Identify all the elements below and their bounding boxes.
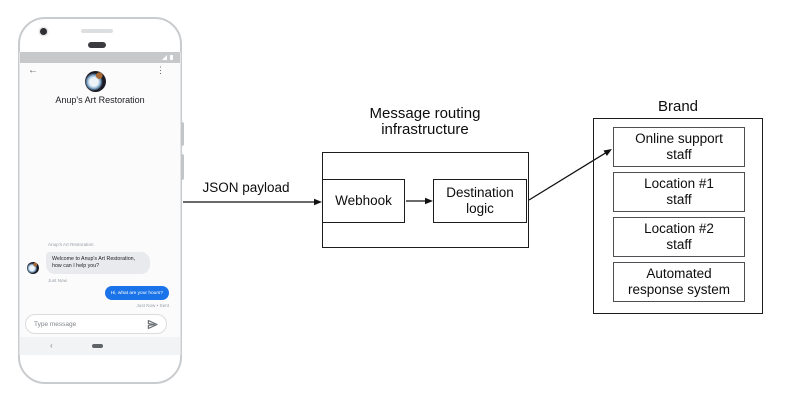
nav-back-icon[interactable]: ‹ bbox=[50, 341, 53, 350]
nav-bar: ‹ bbox=[20, 337, 180, 355]
webhook-box: Webhook bbox=[322, 179, 405, 223]
chat-title: Anup's Art Restoration bbox=[55, 95, 145, 105]
signal-icon bbox=[162, 55, 167, 60]
message-input-placeholder: Type message bbox=[34, 320, 77, 328]
overflow-menu-icon[interactable]: ⋮ bbox=[156, 65, 165, 75]
brand-container-box bbox=[593, 118, 763, 314]
brand-item-online-support: Online support staff bbox=[613, 127, 745, 167]
destination-logic-box: Destination logic bbox=[433, 179, 527, 223]
home-button[interactable] bbox=[92, 344, 103, 348]
speaker-grille bbox=[88, 42, 106, 48]
message-avatar bbox=[27, 262, 39, 274]
brand-item-location-1: Location #1 staff bbox=[613, 172, 745, 212]
phone-mockup: ← ⋮ Anup's Art Restoration Anup's Art Re… bbox=[18, 17, 184, 384]
earpiece bbox=[81, 29, 113, 33]
message-input[interactable]: Type message bbox=[25, 314, 167, 334]
incoming-message-bubble: Welcome to Anup's Art Restoration, how c… bbox=[46, 252, 150, 274]
json-payload-label: JSON payload bbox=[202, 180, 290, 195]
brand-item-location-2: Location #2 staff bbox=[613, 217, 745, 257]
incoming-timestamp: Just Now bbox=[48, 278, 67, 283]
outgoing-timestamp: Just Now • Sent bbox=[136, 303, 169, 308]
battery-icon bbox=[170, 55, 173, 60]
volume-button bbox=[180, 154, 184, 180]
outgoing-message-bubble: Hi, what are your hours? bbox=[104, 286, 169, 300]
routing-title: Message routing infrastructure bbox=[369, 105, 481, 138]
brand-avatar bbox=[85, 71, 106, 92]
status-bar bbox=[20, 52, 180, 63]
back-icon[interactable]: ← bbox=[28, 65, 38, 76]
sender-label: Anup's Art Restoration bbox=[48, 242, 94, 247]
front-camera-icon bbox=[40, 28, 47, 35]
brand-title: Brand bbox=[657, 98, 699, 115]
power-button bbox=[180, 122, 184, 146]
send-icon[interactable] bbox=[147, 319, 158, 330]
brand-item-automated-response: Automated response system bbox=[613, 262, 745, 302]
phone-screen: ← ⋮ Anup's Art Restoration Anup's Art Re… bbox=[19, 52, 181, 355]
